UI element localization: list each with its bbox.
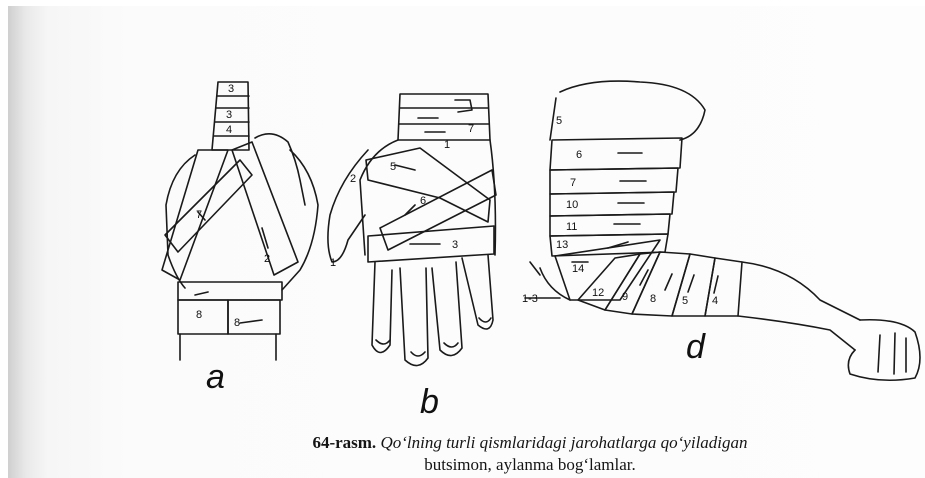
panel-d-arm: 5 6 7 10 11 13 14 12 9 8 5 4 1-3 xyxy=(522,81,920,380)
caption-line-2: butsimon, aylanma bog‘lamlar. xyxy=(150,455,910,475)
d-num-12: 4 xyxy=(712,295,718,307)
d-num-1: 5 xyxy=(556,115,562,127)
d-num-8: 12 xyxy=(592,287,604,299)
panel-label-b: b xyxy=(420,385,439,419)
d-num-3: 7 xyxy=(570,177,576,189)
a-num-7: 8 xyxy=(234,317,240,329)
a-num-6: 8 xyxy=(196,309,202,321)
figure-caption: 64-rasm. Qo‘lning turli qismlaridagi jar… xyxy=(150,432,910,454)
panel-label-d: d xyxy=(686,330,705,364)
b-num-6: 3 xyxy=(452,239,458,251)
d-num-5: 11 xyxy=(566,221,577,233)
b-num-7: 1 xyxy=(330,257,336,269)
caption-number: 64-rasm. xyxy=(312,433,376,452)
d-num-10: 8 xyxy=(650,293,656,305)
d-num-7: 14 xyxy=(572,263,584,275)
d-num-2: 6 xyxy=(576,149,582,161)
b-num-5: 6 xyxy=(420,195,426,207)
b-num-2: 5 xyxy=(390,161,396,173)
b-num-3: 7 xyxy=(468,123,474,135)
d-num-9: 9 xyxy=(622,291,628,303)
b-num-4: 1 xyxy=(444,139,450,151)
panel-label-a: a xyxy=(206,360,225,394)
caption-line-1: Qo‘lning turli qismlaridagi jarohatlarga… xyxy=(380,433,747,452)
a-num-3: 4 xyxy=(226,124,232,136)
a-num-4: 7 xyxy=(196,209,202,221)
panel-b-hand: 2 5 7 1 6 3 1 xyxy=(328,94,496,366)
a-num-2: 3 xyxy=(226,109,232,121)
b-num-1: 2 xyxy=(350,173,356,185)
d-num-11: 5 xyxy=(682,295,688,307)
d-num-4: 10 xyxy=(566,199,578,211)
panel-a-hand: 3 3 4 7 2 8 8 xyxy=(162,82,318,360)
d-num-13: 1-3 xyxy=(522,293,538,305)
a-num-5: 2 xyxy=(264,253,270,265)
a-num-1: 3 xyxy=(228,83,234,95)
d-num-6: 13 xyxy=(556,239,568,251)
